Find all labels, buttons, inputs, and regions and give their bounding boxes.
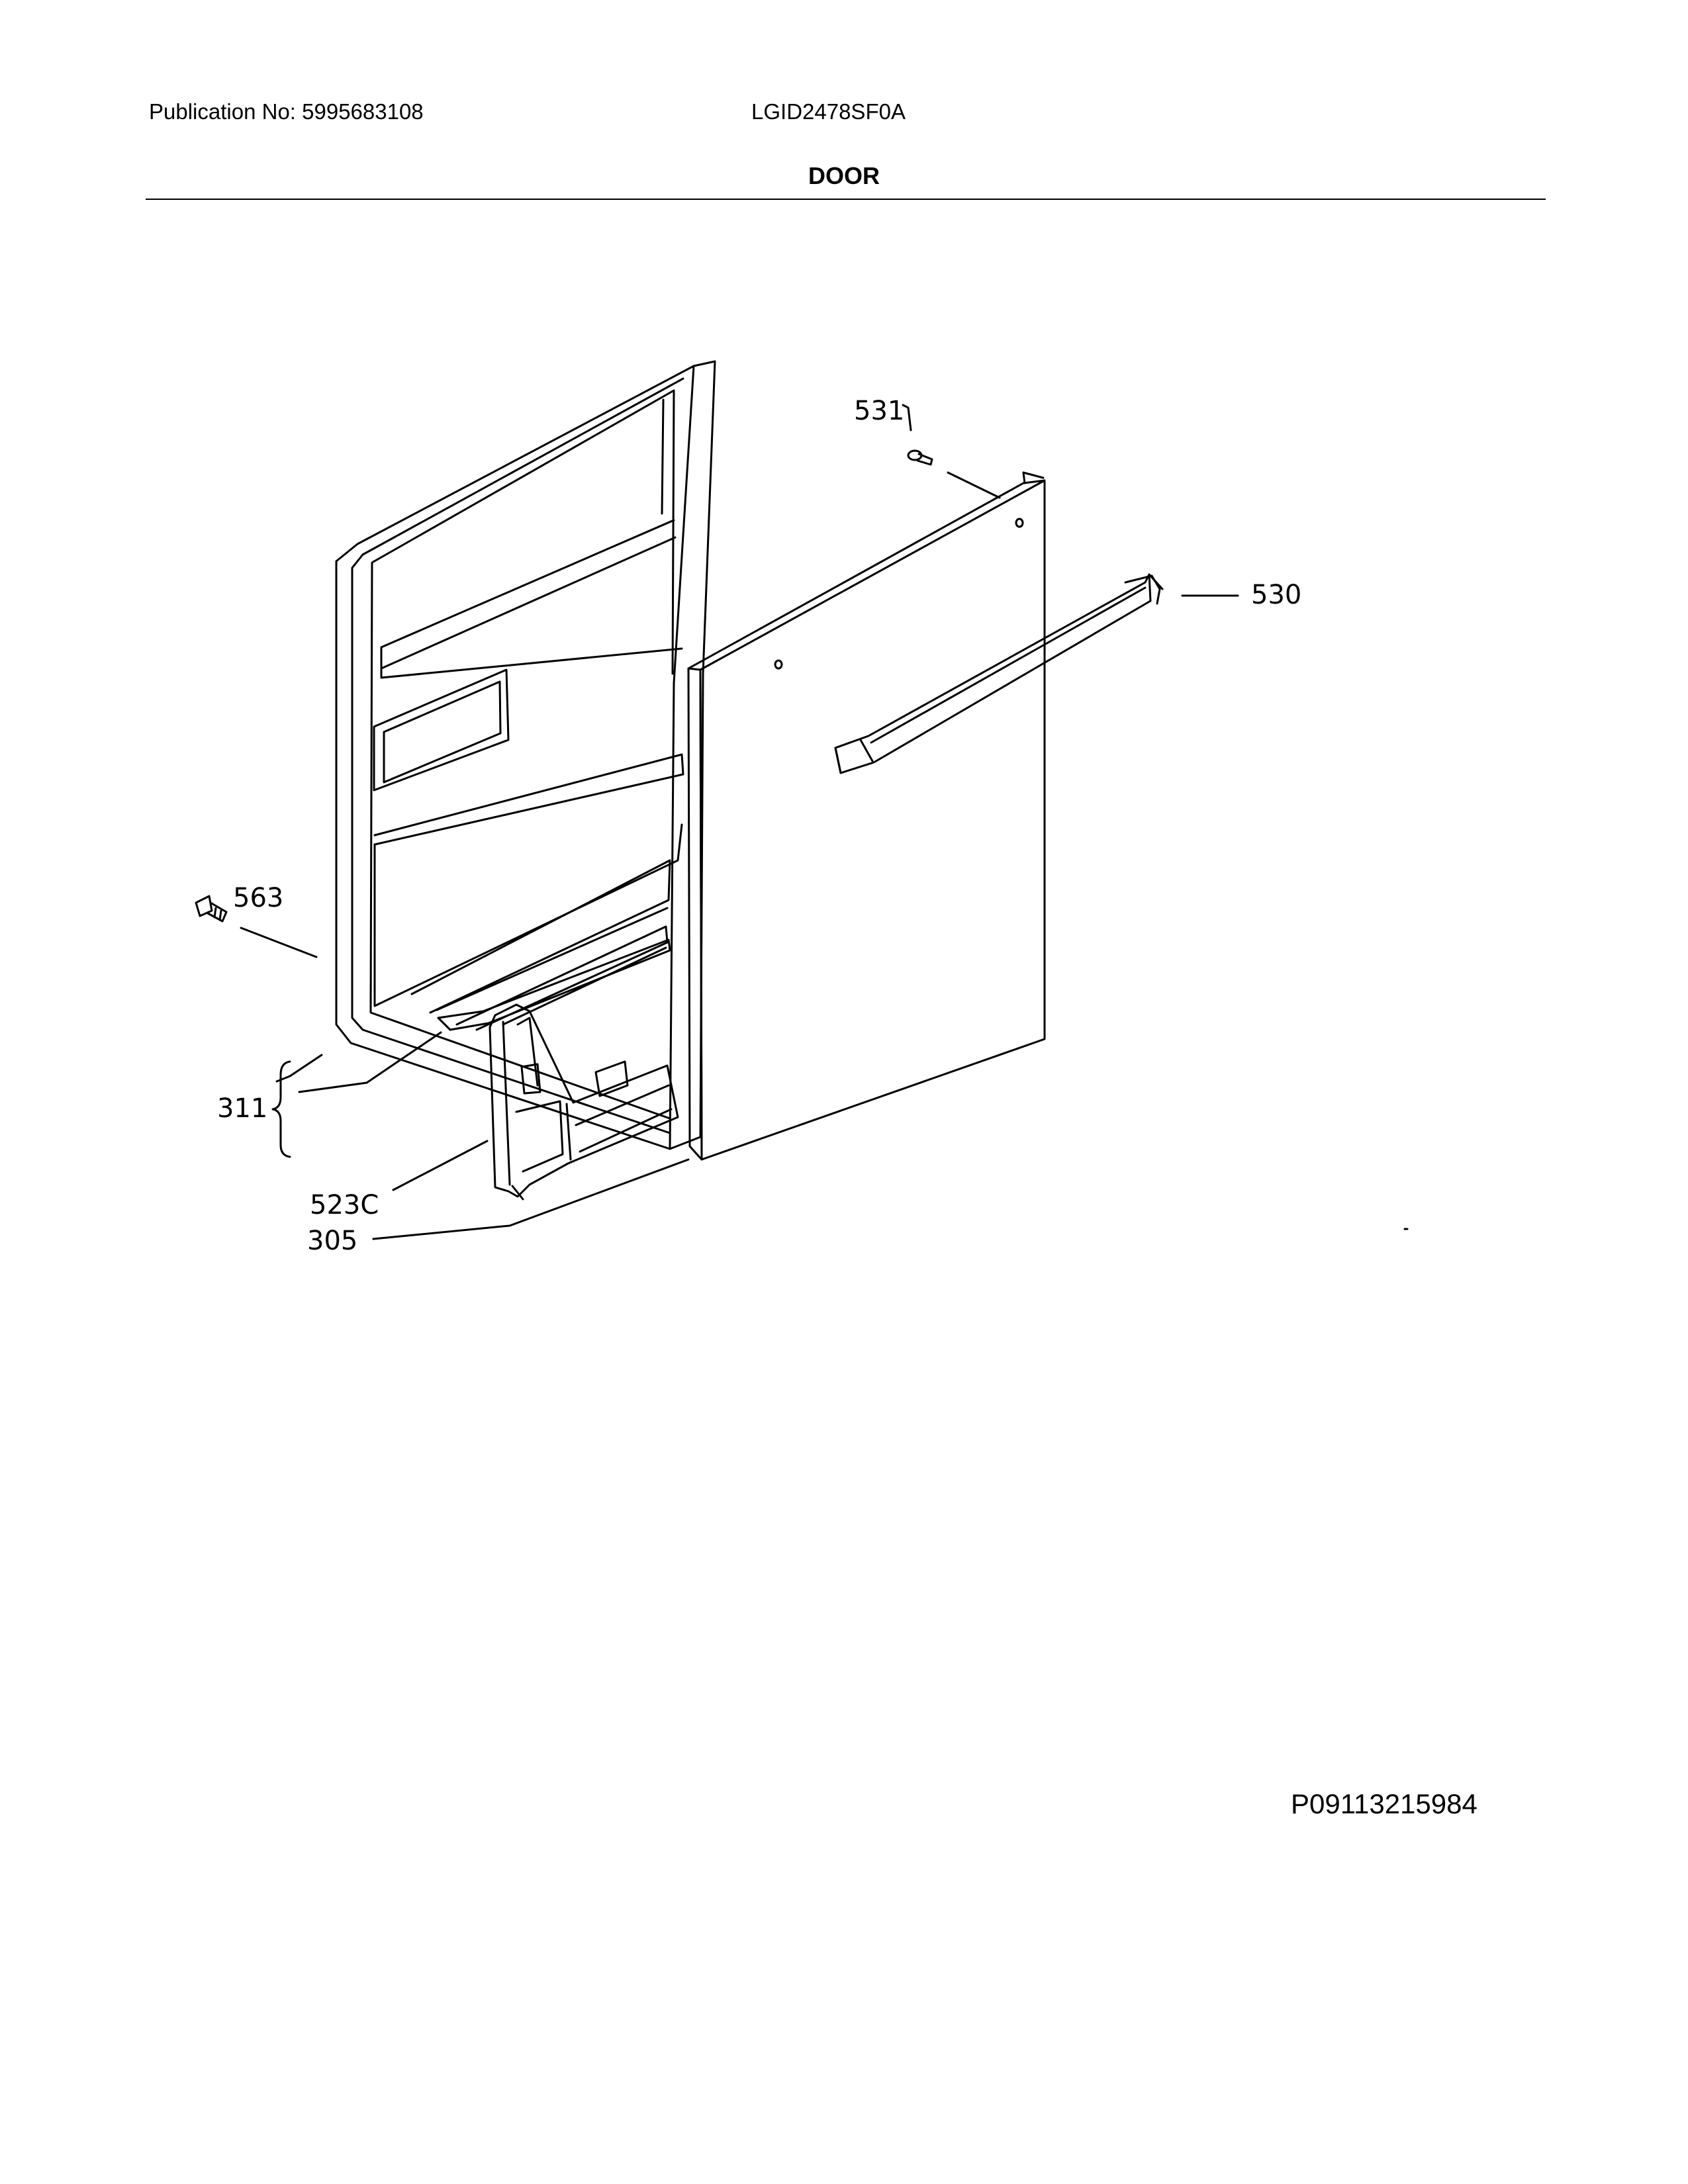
callout-563: 563 (233, 883, 283, 913)
outer-door-panel (687, 471, 1046, 1161)
callout-311: 311 (217, 1093, 267, 1124)
section-title: DOOR (808, 162, 880, 189)
leader-lines (240, 404, 1409, 1240)
callout-brace-311 (271, 1060, 291, 1158)
callout-305: 305 (307, 1226, 357, 1256)
screw-531 (907, 449, 933, 466)
callout-531: 531 (854, 396, 904, 426)
inner-door-liner (335, 360, 716, 1150)
callout-530: 530 (1251, 580, 1301, 610)
callout-523c: 523C (310, 1190, 379, 1220)
publication-number: Publication No: 5995683108 (149, 99, 424, 124)
door-gasket-strip (437, 938, 671, 1031)
diagram-code: P09113215984 (1291, 1788, 1477, 1819)
model-number: LGID2478SF0A (751, 99, 906, 124)
door-handle (834, 573, 1164, 774)
screw-563 (195, 895, 228, 923)
header-rule (146, 199, 1546, 200)
hinge-bracket (489, 1003, 679, 1201)
